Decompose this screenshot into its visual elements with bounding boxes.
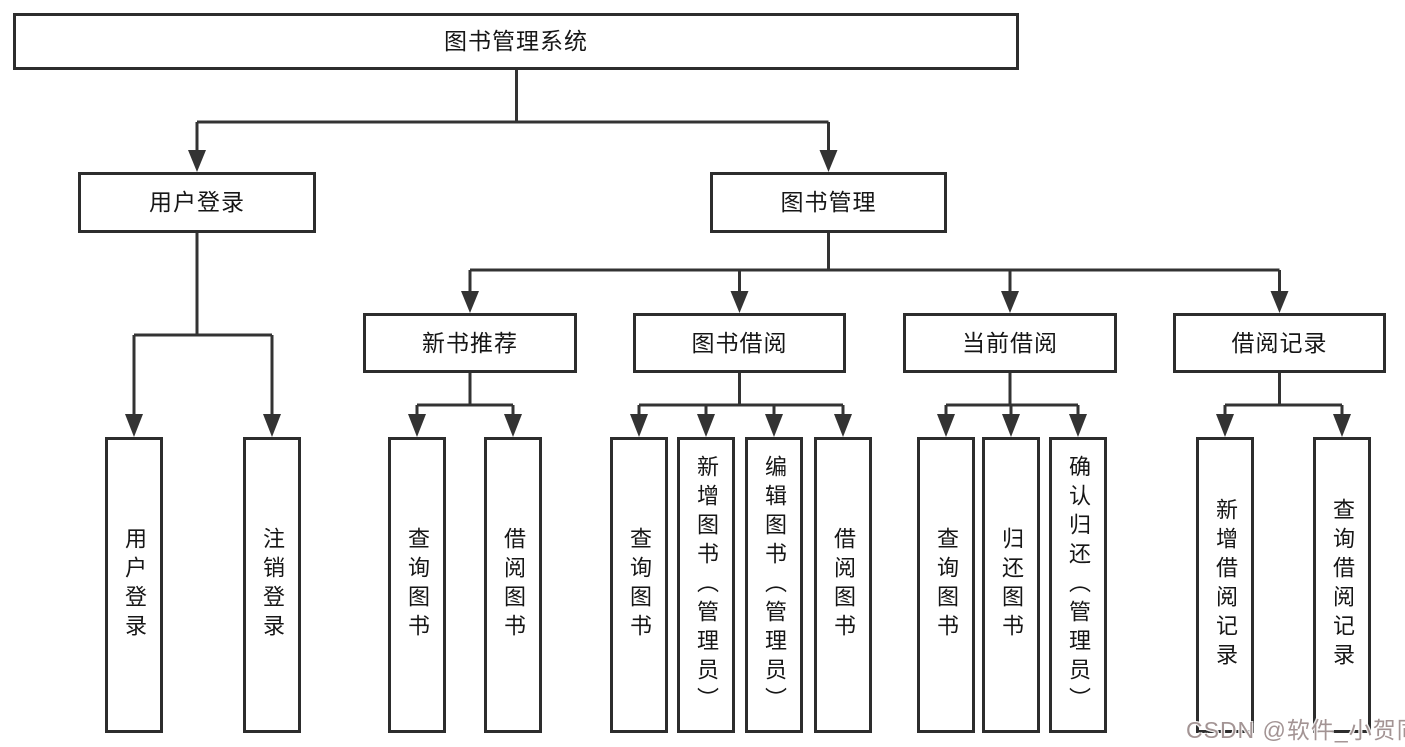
leaf-logout-login: 注销登录	[243, 437, 301, 733]
leaf-query-books-recommend: 查询图书	[388, 437, 446, 733]
csdn-watermark: CSDN @软件_小贺同学	[1186, 717, 1405, 743]
leaf-return-book: 归还图书	[982, 437, 1040, 733]
leaf-query-books-current: 查询图书	[917, 437, 975, 733]
leaf-label: 查询图书	[405, 527, 430, 643]
node-borrow-records: 借阅记录	[1173, 313, 1386, 373]
leaf-label: 新增借阅记录	[1213, 498, 1238, 672]
connector-bookborrow-to-leaves	[630, 373, 852, 437]
leaf-label: 查询借阅记录	[1330, 498, 1355, 672]
leaf-label: 借阅图书	[501, 527, 526, 643]
leaf-label: 查询图书	[934, 527, 959, 643]
leaf-query-borrow-record: 查询借阅记录	[1313, 437, 1371, 733]
leaf-add-borrow-record: 新增借阅记录	[1196, 437, 1254, 733]
connector-root-to-level2	[188, 70, 838, 172]
leaf-label: 查询图书	[627, 527, 652, 643]
connector-newbooks-to-leaves	[408, 373, 522, 437]
leaf-label: 编辑图书（管理员）	[762, 454, 787, 716]
leaf-label: 借阅图书	[831, 527, 856, 643]
connector-userlogin-to-leaves	[125, 233, 281, 437]
leaf-edit-book-admin: 编辑图书（管理员）	[745, 437, 803, 733]
leaf-user-login: 用户登录	[105, 437, 163, 733]
node-user-login: 用户登录	[78, 172, 316, 233]
leaf-label: 新增图书（管理员）	[694, 454, 719, 716]
connector-borrowrecords-to-leaves	[1216, 373, 1351, 437]
leaf-label: 归还图书	[999, 527, 1024, 643]
leaf-label: 注销登录	[260, 527, 285, 643]
leaf-query-books-borrow: 查询图书	[610, 437, 668, 733]
leaf-confirm-return-admin: 确认归还（管理员）	[1049, 437, 1107, 733]
leaf-label: 确认归还（管理员）	[1066, 454, 1091, 716]
node-current-borrow: 当前借阅	[903, 313, 1117, 373]
leaf-label: 用户登录	[122, 527, 147, 643]
leaf-add-book-admin: 新增图书（管理员）	[677, 437, 735, 733]
connector-bookmgmt-to-level3	[461, 233, 1289, 313]
node-book-borrow: 图书借阅	[633, 313, 846, 373]
leaf-borrow-books-recommend: 借阅图书	[484, 437, 542, 733]
connector-currentborrow-to-leaves	[937, 373, 1087, 437]
node-book-management: 图书管理	[710, 172, 947, 233]
node-library-system: 图书管理系统	[13, 13, 1019, 70]
leaf-borrow-books: 借阅图书	[814, 437, 872, 733]
node-new-book-recommend: 新书推荐	[363, 313, 577, 373]
